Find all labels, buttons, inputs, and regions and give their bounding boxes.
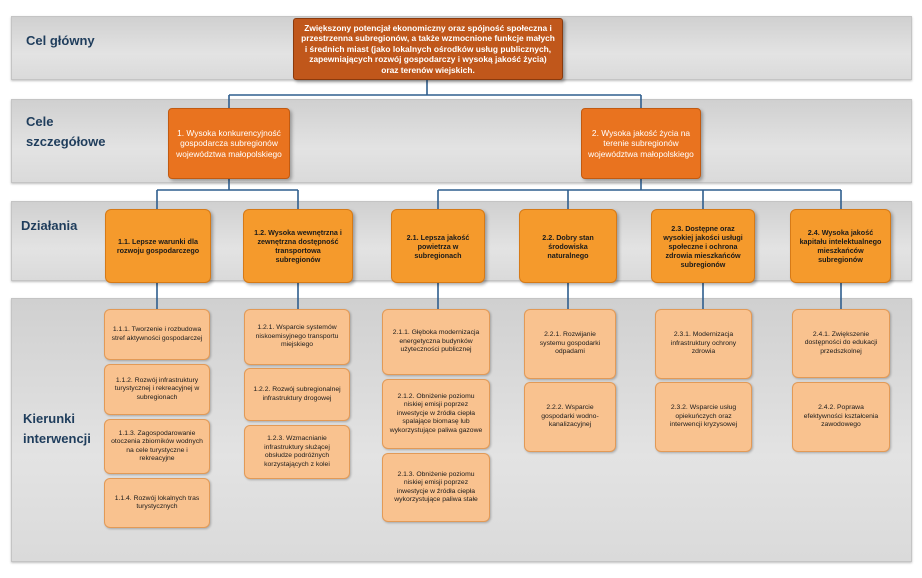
direction-2-3-1-text: 2.3.1. Modernizacja infrastruktury ochro… <box>670 331 737 356</box>
direction-2-4-2: 2.4.2. Poprawa efektywności kształcenia … <box>792 382 890 452</box>
band-label-specific: Cele szczegółowe <box>26 114 106 149</box>
main-goal-text: Zwiększony potencjał ekonomiczny oraz sp… <box>301 22 555 75</box>
direction-1-1-1-text: 1.1.1. Tworzenie i rozbudowa stref aktyw… <box>111 326 203 342</box>
direction-2-4-1: 2.4.1. Zwiększenie dostępności do edukac… <box>792 309 890 378</box>
direction-1-2-1: 1.2.1. Wsparcie systemów niskoemisyjnego… <box>244 309 350 365</box>
connector-main-to-goals <box>228 80 642 108</box>
direction-2-2-1: 2.2.1. Rozwijanie systemu gospodarki odp… <box>524 309 616 379</box>
specific-goal-1: 1. Wysoka konkurencyjność gospodarcza su… <box>168 108 290 179</box>
direction-1-1-3-text: 1.1.3. Zagospodarowanie otoczenia zbiorn… <box>111 429 203 463</box>
direction-1-1-1: 1.1.1. Tworzenie i rozbudowa stref aktyw… <box>104 309 210 360</box>
direction-2-1-2-text: 2.1.2. Obniżenie poziomu niskiej emisji … <box>389 392 483 434</box>
band-specific-goals <box>11 99 912 183</box>
action-2-2-text: 2.2. Dobry stan środowiska naturalnego <box>542 232 594 260</box>
action-2-1: 2.1. Lepsza jakość powietrza w subregion… <box>391 209 485 283</box>
connector-actions-to-directions <box>156 283 842 309</box>
direction-1-2-3-text: 1.2.3. Wzmacnianie infrastruktury służąc… <box>264 435 330 468</box>
direction-2-1-1: 2.1.1. Głęboka modernizacja energetyczna… <box>382 309 490 375</box>
direction-2-1-3-text: 2.1.3. Obniżenie poziomu niskiej emisji … <box>394 470 478 504</box>
specific-goal-1-text: 1. Wysoka konkurencyjność gospodarcza su… <box>176 127 282 159</box>
direction-1-1-3: 1.1.3. Zagospodarowanie otoczenia zbiorn… <box>104 419 210 474</box>
action-2-2: 2.2. Dobry stan środowiska naturalnego <box>519 209 617 283</box>
specific-goal-2-text: 2. Wysoka jakość życia na terenie subreg… <box>588 127 694 159</box>
direction-1-1-2-text: 1.1.2. Rozwój infrastruktury turystyczne… <box>114 376 200 401</box>
direction-1-2-2-text: 1.2.2. Rozwój subregionalnej infrastrukt… <box>253 386 341 402</box>
action-1-2-text: 1.2. Wysoka wewnętrzna i zewnętrzna dost… <box>254 228 342 264</box>
action-2-4: 2.4. Wysoka jakość kapitału intelektualn… <box>790 209 891 283</box>
direction-2-3-2-text: 2.3.2. Wsparcie usług opiekuńczych oraz … <box>669 404 738 429</box>
main-goal-box: Zwiększony potencjał ekonomiczny oraz sp… <box>293 18 563 80</box>
direction-2-1-2: 2.1.2. Obniżenie poziomu niskiej emisji … <box>382 379 490 449</box>
direction-2-1-1-text: 2.1.1. Głęboka modernizacja energetyczna… <box>392 329 480 354</box>
action-1-2: 1.2. Wysoka wewnętrzna i zewnętrzna dost… <box>243 209 353 283</box>
band-label-directions: Kierunki interwencji <box>23 411 91 446</box>
direction-2-4-2-text: 2.4.2. Poprawa efektywności kształcenia … <box>803 404 879 429</box>
action-2-1-text: 2.1. Lepsza jakość powietrza w subregion… <box>406 232 470 260</box>
direction-1-2-1-text: 1.2.1. Wsparcie systemów niskoemisyjnego… <box>255 324 339 349</box>
connector-goal2-to-actions <box>437 179 842 209</box>
band-label-actions: Działania <box>21 218 78 233</box>
action-1-1-text: 1.1. Lepsze warunki dla rozwoju gospodar… <box>116 237 200 255</box>
connector-goal1-to-actions <box>156 179 299 209</box>
direction-2-2-2: 2.2.2. Wsparcie gospodarki wodno-kanaliz… <box>524 382 616 452</box>
direction-2-4-1-text: 2.4.1. Zwiększenie dostępności do edukac… <box>804 330 878 355</box>
band-label-main: Cel główny <box>26 33 95 48</box>
direction-1-1-4-text: 1.1.4. Rozwój lokalnych tras turystyczny… <box>114 494 200 511</box>
action-2-3-text: 2.3. Dostępne oraz wysokiej jakości usłu… <box>663 223 743 269</box>
action-2-3: 2.3. Dostępne oraz wysokiej jakości usłu… <box>651 209 755 283</box>
specific-goal-2: 2. Wysoka jakość życia na terenie subreg… <box>581 108 701 179</box>
direction-1-1-4: 1.1.4. Rozwój lokalnych tras turystyczny… <box>104 478 210 528</box>
action-2-4-text: 2.4. Wysoka jakość kapitału intelektualn… <box>799 228 882 264</box>
direction-1-1-2: 1.1.2. Rozwój infrastruktury turystyczne… <box>104 364 210 415</box>
direction-2-2-1-text: 2.2.1. Rozwijanie systemu gospodarki odp… <box>539 331 601 356</box>
direction-2-3-2: 2.3.2. Wsparcie usług opiekuńczych oraz … <box>655 382 752 452</box>
action-1-1: 1.1. Lepsze warunki dla rozwoju gospodar… <box>105 209 211 283</box>
direction-2-1-3: 2.1.3. Obniżenie poziomu niskiej emisji … <box>382 453 490 522</box>
direction-1-2-3: 1.2.3. Wzmacnianie infrastruktury służąc… <box>244 425 350 479</box>
direction-2-3-1: 2.3.1. Modernizacja infrastruktury ochro… <box>655 309 752 379</box>
direction-1-2-2: 1.2.2. Rozwój subregionalnej infrastrukt… <box>244 368 350 421</box>
direction-2-2-2-text: 2.2.2. Wsparcie gospodarki wodno-kanaliz… <box>541 404 599 429</box>
